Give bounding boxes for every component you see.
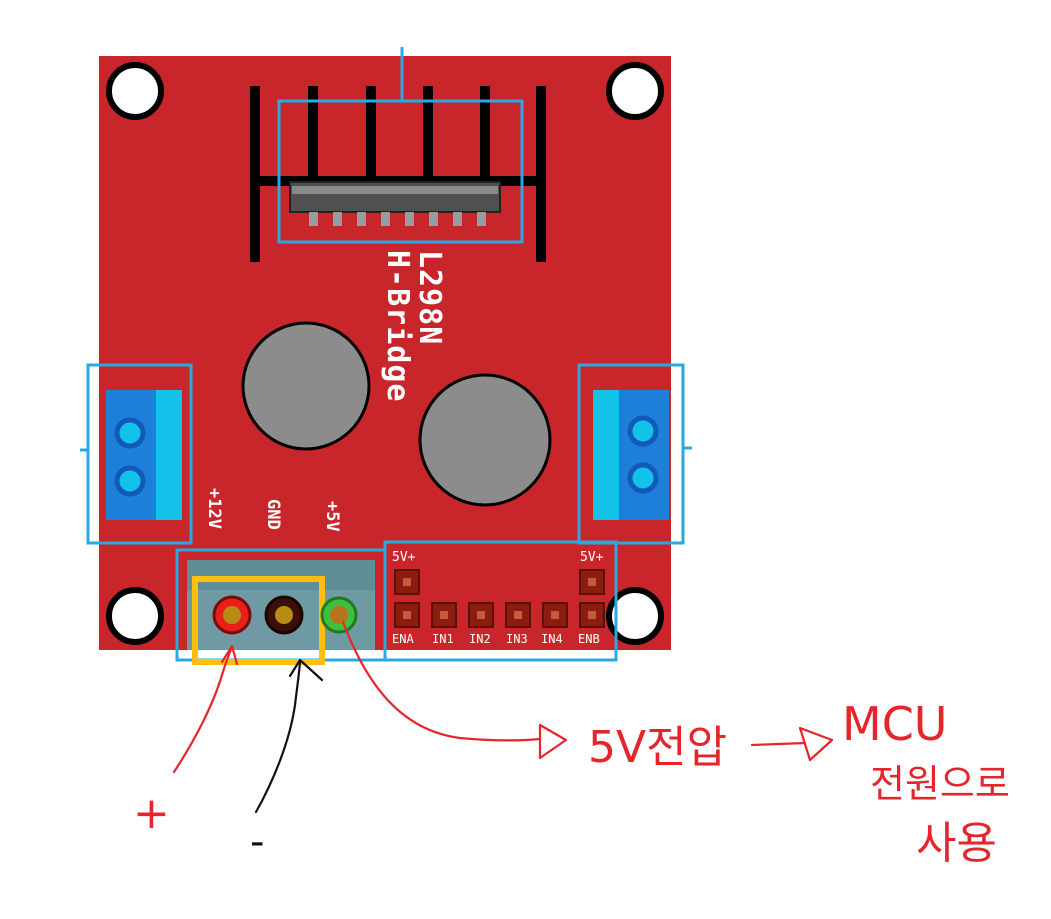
- control-header: 5V+ 5V+ ENA IN1 IN2 IN3 IN4 ENB: [383, 540, 618, 662]
- mounting-hole-top-left: [106, 62, 164, 120]
- l298n-chip: [289, 181, 501, 226]
- header-label-in1: IN1: [432, 632, 454, 646]
- mounting-holes: [106, 62, 664, 645]
- header-label-in4: IN4: [541, 632, 563, 646]
- header-5v-label-left: 5V+: [392, 550, 416, 565]
- minus-arrow: [254, 660, 302, 814]
- power-terminal-block: [175, 548, 387, 665]
- voltage-arrowhead: [538, 723, 568, 760]
- voltage-note: 5V전압: [588, 722, 727, 773]
- label-12v: +12V: [204, 488, 224, 529]
- chip-pins: [309, 212, 486, 226]
- motor-terminal-left: [80, 363, 193, 545]
- mounting-hole-top-right: [606, 62, 664, 120]
- capacitor-left: [241, 321, 371, 451]
- chip-subtitle-label: H-Bridge: [380, 250, 415, 403]
- mounting-hole-bottom-right: [606, 587, 664, 645]
- handwritten-annotations: [172, 620, 834, 814]
- plus-label: +: [133, 788, 170, 839]
- voltage-curve: [341, 620, 542, 742]
- chip-name-label: L298N: [412, 250, 447, 345]
- usage-note-line1: 전원으로: [870, 762, 1010, 806]
- mcu-note: MCU: [842, 697, 947, 751]
- chip-highlight-box: [277, 47, 524, 244]
- label-gnd: GND: [263, 499, 283, 530]
- header-label-enb: ENB: [578, 632, 600, 646]
- power-labels: +12V GND +5V: [204, 488, 342, 532]
- label-5v: +5V: [322, 501, 342, 532]
- chip-label-group: L298N H-Bridge: [380, 250, 447, 403]
- header-label-in2: IN2: [469, 632, 491, 646]
- header-label-in3: IN3: [506, 632, 528, 646]
- usage-note-line2: 사용: [916, 818, 997, 869]
- mcu-arrow: [750, 741, 807, 747]
- motor-terminal-right: [577, 363, 692, 545]
- header-label-ena: ENA: [392, 632, 414, 646]
- plus-arrow: [172, 645, 234, 774]
- mounting-hole-bottom-left: [106, 587, 164, 645]
- minus-label: -: [250, 819, 264, 865]
- header-5v-label-right: 5V+: [580, 550, 604, 565]
- capacitor-right: [418, 373, 552, 507]
